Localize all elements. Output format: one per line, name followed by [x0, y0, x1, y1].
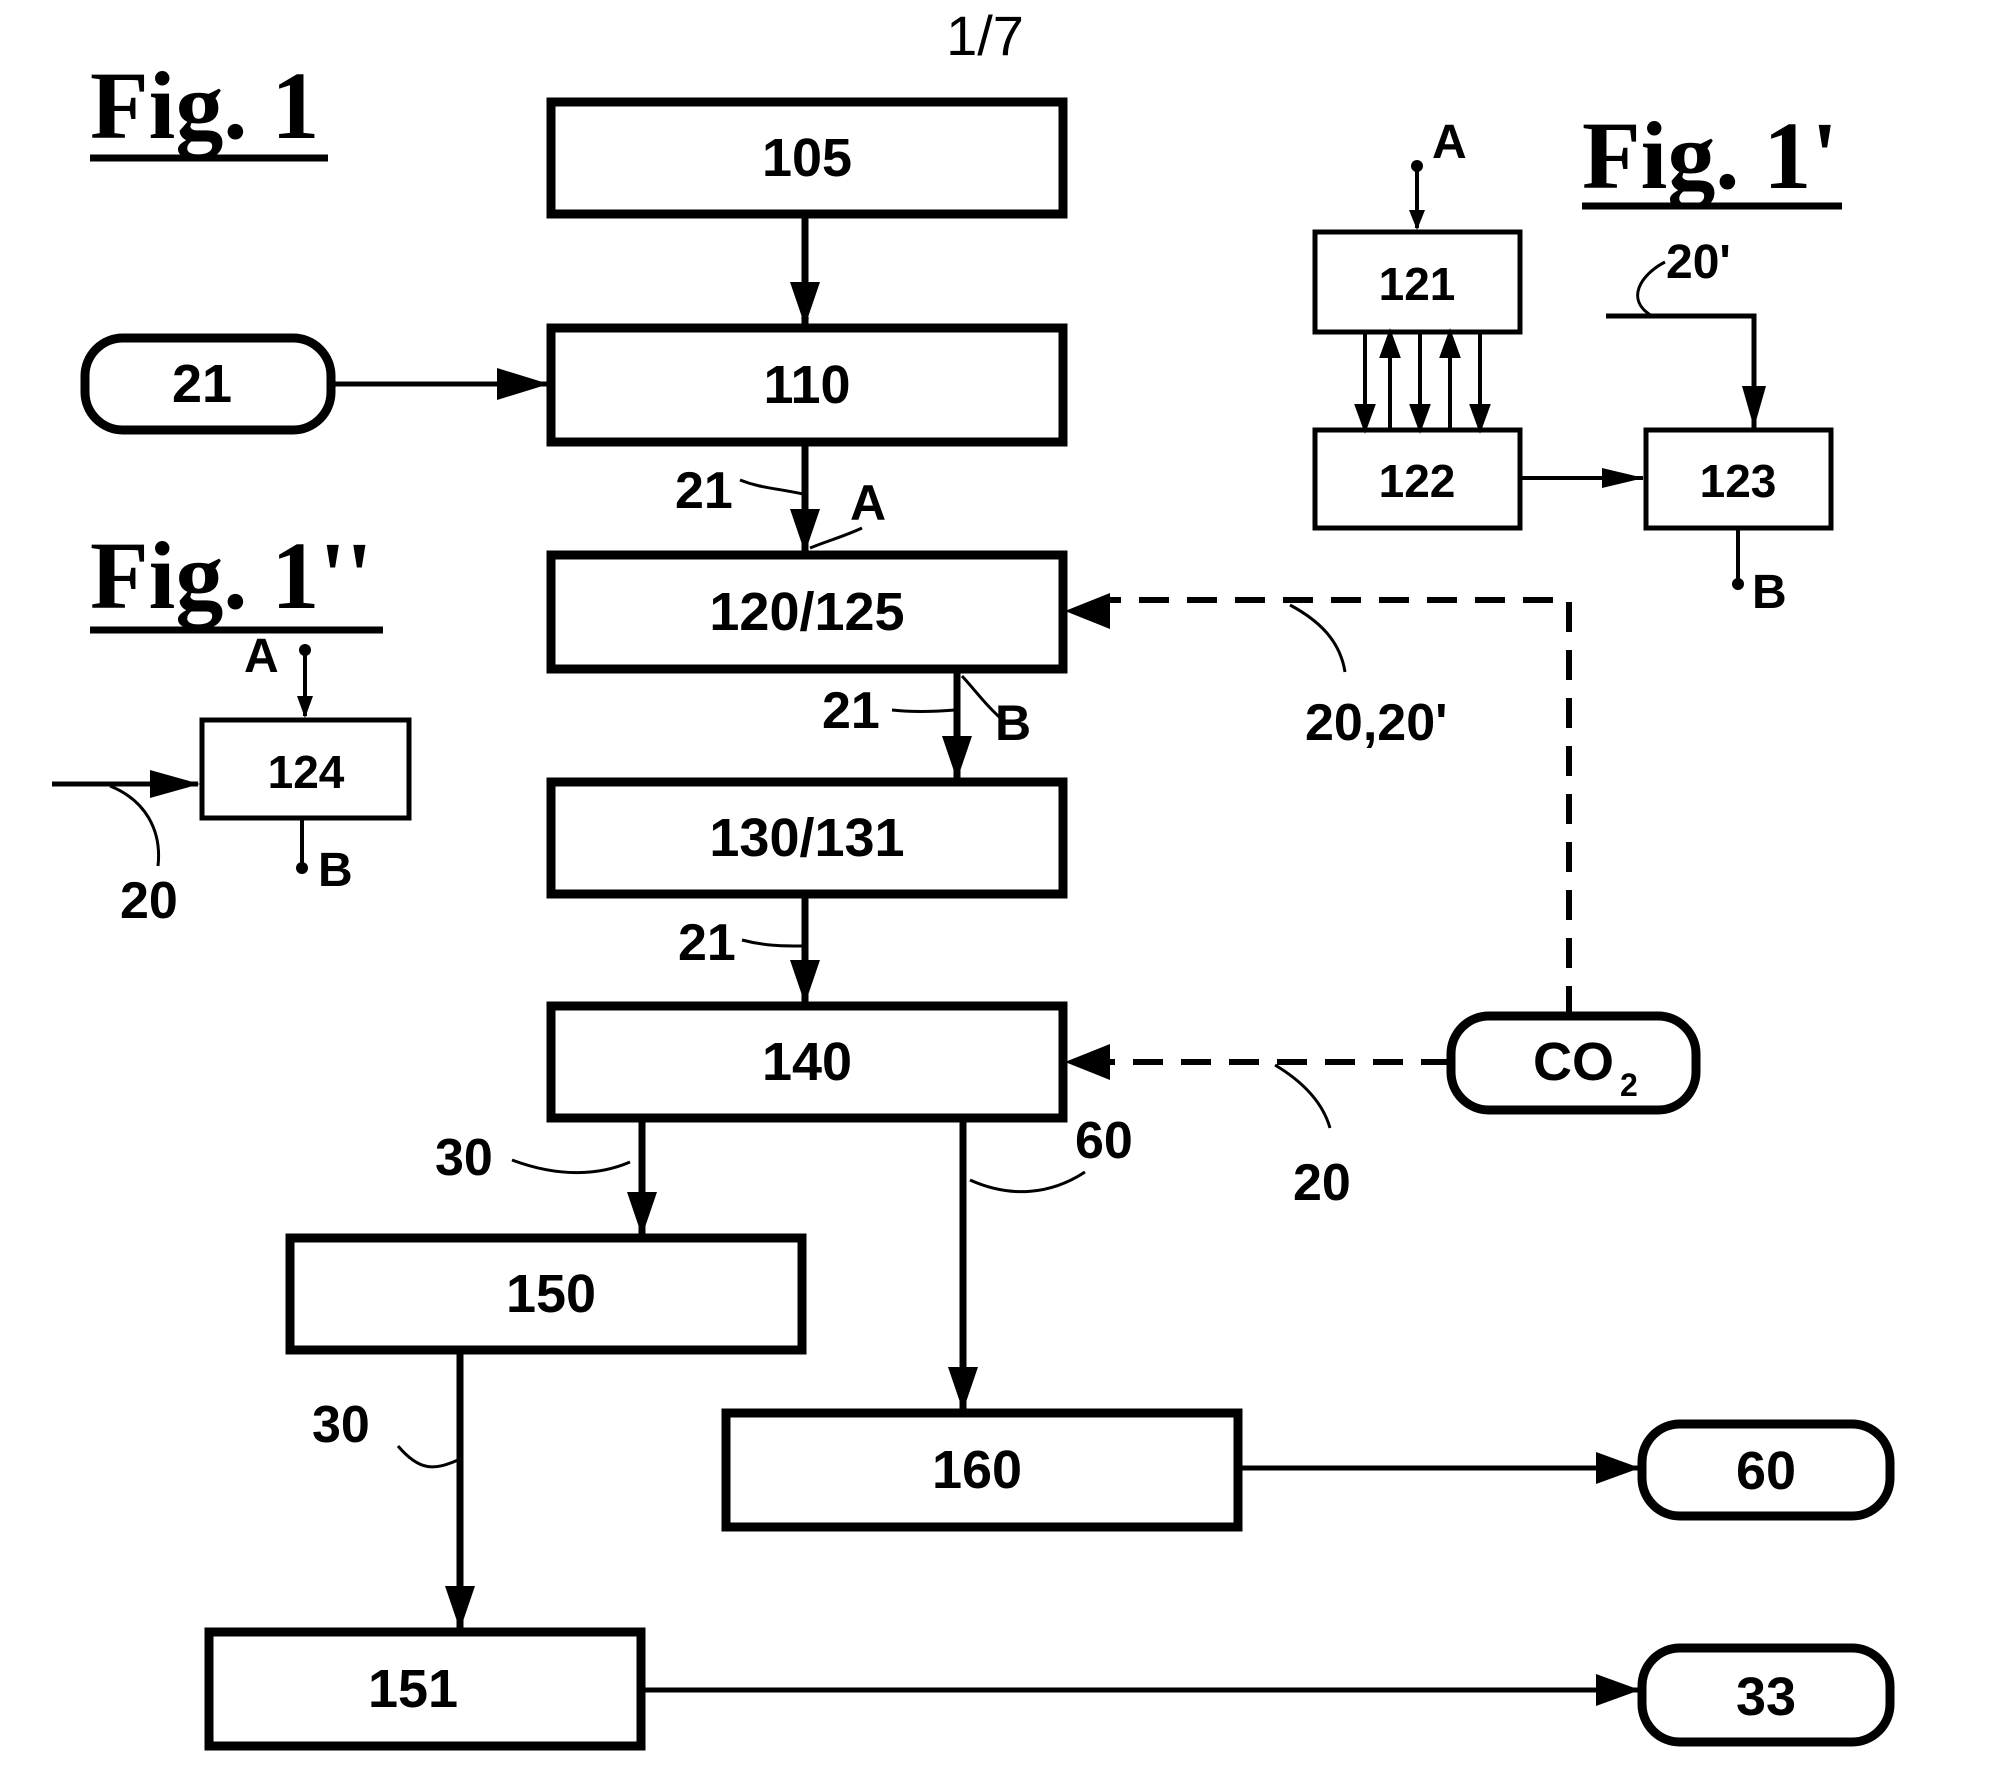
- box-130-131: 130/131: [546, 777, 1068, 899]
- box-110: 110: [546, 323, 1068, 447]
- svg-text:33: 33: [1736, 1667, 1796, 1727]
- box-160: 160: [721, 1408, 1243, 1532]
- stream-label-30-b: 30: [312, 1396, 370, 1454]
- connector-b-fig1pp: B: [318, 844, 353, 897]
- svg-text:60: 60: [1736, 1441, 1796, 1501]
- page-number: 1/7: [946, 4, 1024, 67]
- stream-label-21-c: 21: [678, 914, 736, 972]
- box-123: 123: [1643, 427, 1834, 531]
- svg-text:124: 124: [268, 746, 345, 798]
- box-150: 150: [285, 1233, 807, 1355]
- stream-label-20-20p: 20,20': [1305, 694, 1448, 752]
- svg-text:150: 150: [506, 1264, 596, 1324]
- stream-label-30-a: 30: [435, 1129, 493, 1187]
- svg-text:123: 123: [1700, 455, 1777, 507]
- connector-b-fig1p: B: [1752, 566, 1787, 619]
- stream-label-21-b: 21: [822, 682, 880, 740]
- fig1-prime-title: Fig. 1': [1582, 102, 1838, 209]
- svg-text:110: 110: [763, 355, 850, 415]
- connector-b-main: B: [995, 695, 1031, 751]
- box-120-125: 120/125: [546, 550, 1068, 674]
- connector-dot-b-fig1pp: [296, 862, 308, 874]
- terminal-21: 21: [80, 333, 336, 435]
- stream-label-21-a: 21: [675, 462, 733, 520]
- box-140: 140: [546, 1001, 1068, 1123]
- terminal-60: 60: [1637, 1419, 1895, 1521]
- svg-text:160: 160: [932, 1440, 1022, 1500]
- box-151: 151: [204, 1627, 646, 1751]
- svg-text:120/125: 120/125: [709, 582, 904, 642]
- svg-text:CO: CO: [1533, 1032, 1614, 1092]
- svg-text:121: 121: [1379, 258, 1456, 310]
- co2-dashed-lines: [1110, 597, 1572, 1065]
- svg-text:140: 140: [762, 1032, 852, 1092]
- stream-label-20: 20: [1293, 1154, 1351, 1212]
- connector-dot-b-fig1p: [1732, 578, 1744, 590]
- fig1-double-prime-detail: 124 A 20 B: [52, 630, 412, 930]
- terminal-33: 33: [1637, 1643, 1895, 1747]
- stream-label-20-fig1pp: 20: [120, 872, 178, 930]
- svg-text:21: 21: [172, 354, 232, 414]
- connector-a-fig1pp: A: [244, 630, 279, 683]
- arrow-heads: [445, 282, 1640, 1706]
- stream-label-20p-fig1p: 20': [1666, 236, 1731, 289]
- svg-text:105: 105: [762, 128, 852, 188]
- svg-text:151: 151: [368, 1659, 458, 1719]
- stream-label-60: 60: [1075, 1112, 1133, 1170]
- fig1-prime-detail: 121 122 123 A: [1312, 116, 1834, 619]
- box-122: 122: [1312, 427, 1523, 531]
- terminal-co2: CO 2: [1446, 1011, 1701, 1115]
- box-121: 121: [1312, 229, 1523, 335]
- svg-text:122: 122: [1379, 455, 1456, 507]
- box-124: 124: [199, 717, 412, 821]
- svg-text:2: 2: [1620, 1067, 1638, 1103]
- box-105: 105: [546, 97, 1068, 219]
- fig1-double-prime-title: Fig. 1'': [90, 522, 373, 629]
- connector-a-fig1p: A: [1432, 116, 1467, 169]
- svg-text:130/131: 130/131: [709, 808, 904, 868]
- fig1-title: Fig. 1: [90, 52, 319, 159]
- leader-lines: [396, 478, 1347, 1469]
- connector-a-main: A: [850, 475, 886, 531]
